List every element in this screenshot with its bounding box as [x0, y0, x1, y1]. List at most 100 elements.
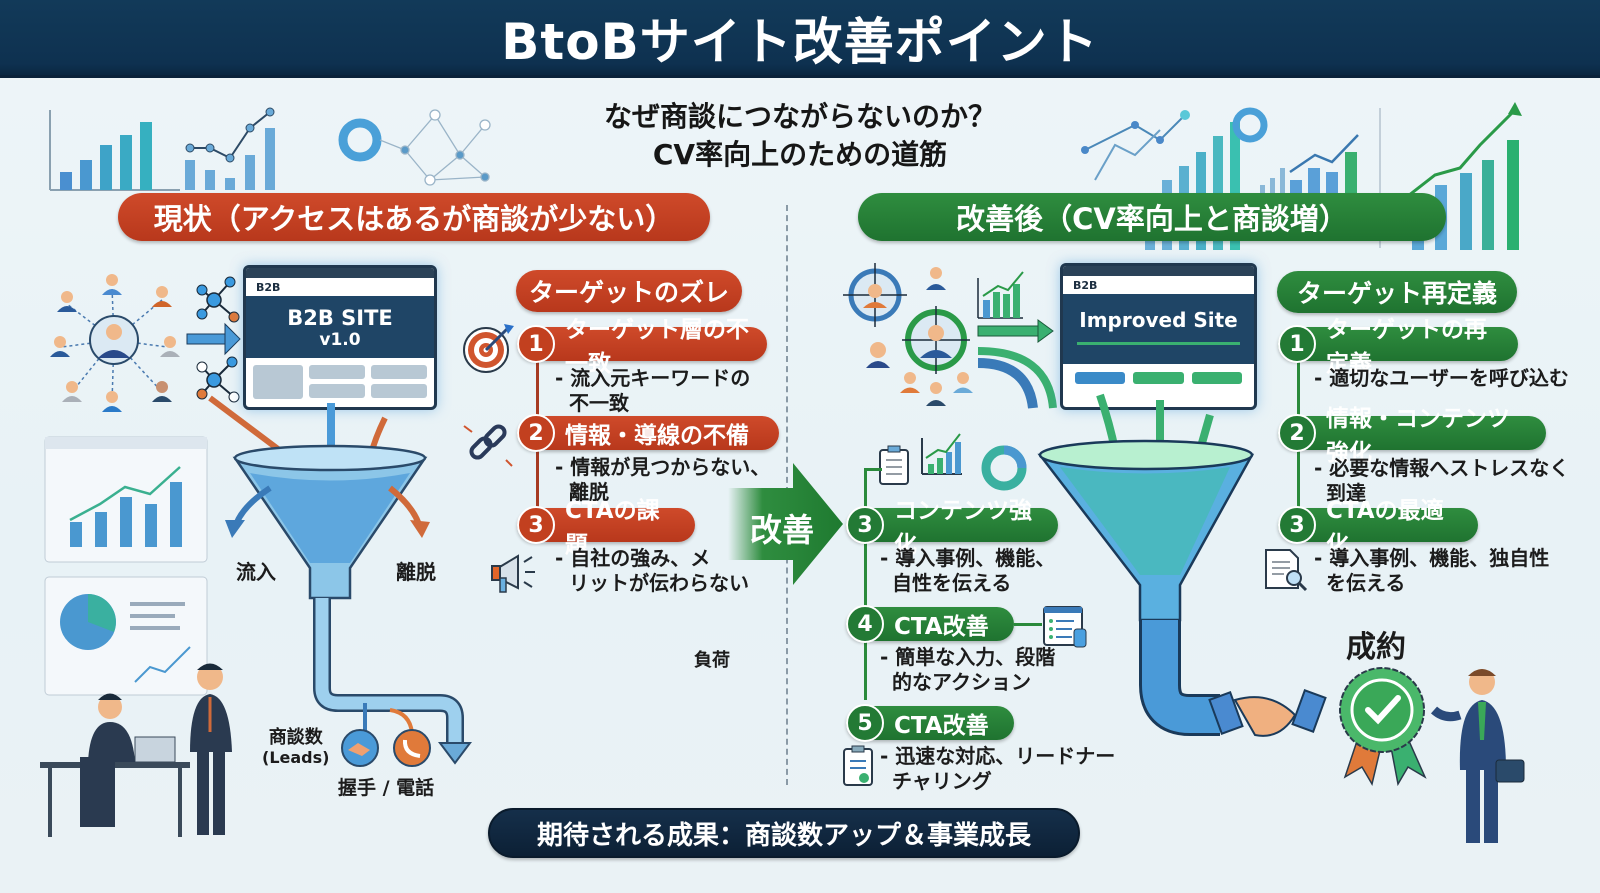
improvement-arrow — [728, 463, 843, 585]
issue-2: 2 情報・導線の不備 — [517, 414, 779, 452]
step-3-left-desc-line-1: - 導入事例、機能、 — [880, 546, 1056, 570]
step-4-left-description: - 簡単な入力、段階 的なアクション — [880, 645, 1055, 695]
bar-chart-icon — [49, 110, 180, 191]
issue-2-description: - 情報が見つからない、 離脱 — [555, 455, 770, 505]
phone-icon — [393, 729, 431, 767]
browser-bar — [1063, 266, 1254, 276]
form-icon — [1043, 606, 1087, 648]
document-search-icon — [1265, 549, 1308, 592]
issue-3-title: CTAの課題 — [565, 498, 660, 558]
issues-title: ターゲットのズレ — [516, 270, 742, 312]
arrow-right-icon — [186, 322, 241, 356]
arrow-right-icon — [977, 319, 1054, 343]
optimized-funnel-illustration — [1037, 393, 1327, 737]
content-icons — [879, 433, 1027, 491]
inflow-label: 流入 — [236, 560, 276, 584]
user-icons — [50, 274, 180, 412]
step-1-right: 1 ターゲットの再定義 — [1278, 317, 1518, 377]
leads-label-jp: 商談数 — [268, 727, 323, 748]
improved-site-mockup: B2B Improved Site — [1060, 263, 1257, 410]
deal-closed-label: 成約 — [1346, 630, 1406, 665]
issue-1-title: ターゲット層の不一致 — [565, 317, 749, 377]
improved-site-name: Improved Site — [1079, 308, 1238, 332]
browser-bar — [246, 268, 434, 278]
improved-site-nav-label: B2B — [1063, 276, 1254, 294]
businessman-standing-icon — [190, 663, 232, 835]
step-4-connector — [1014, 623, 1042, 626]
step-3-left-number: 3 — [846, 506, 884, 544]
step-2-right-desc-line-1: - 必要な情報へストレスなく — [1314, 456, 1570, 480]
handshake-icon — [1208, 689, 1327, 737]
step-3-right-number: 3 — [1278, 506, 1316, 544]
step-2-right-title: 情報・コンテンツ強化 — [1326, 406, 1510, 466]
step-4-left-desc-line-2: 的なアクション — [892, 670, 1031, 694]
leads-label: 商談数 (Leads) — [262, 728, 329, 768]
step-3-right-title: CTAの最適化 — [1326, 498, 1444, 558]
page-title: BtoBサイト改善ポイント — [501, 12, 1099, 71]
step-3-left: 3 コンテンツ強化 — [846, 498, 1058, 558]
businessman-presenting-icon — [1430, 669, 1525, 843]
step-5-left-number: 5 — [846, 704, 884, 742]
issue-1-description: - 流入元キーワードの 不一致 — [555, 366, 750, 416]
step-5-left-title: CTA改善 — [894, 713, 989, 739]
step-5-left-description: - 迅速な対応、リードナー チャリング — [880, 744, 1115, 794]
node-cluster-icon — [196, 276, 240, 403]
issue-3: 3 CTAの課題 — [517, 498, 695, 558]
businessman-at-desk-icon — [40, 693, 190, 837]
step-2-right-description: - 必要な情報へストレスなく 到達 — [1314, 456, 1569, 506]
checklist-icon — [843, 745, 873, 786]
issue-1-desc-line-1: - 流入元キーワードの — [555, 366, 751, 390]
issue-1: 1 ターゲット層の不一致 — [517, 317, 767, 377]
issue-2-title: 情報・導線の不備 — [565, 423, 749, 449]
step-4-left: 4 CTA改善 — [846, 605, 1014, 643]
step-5-left: 5 CTA改善 — [846, 704, 1014, 742]
after-improvement-title: 改善後（CV率向上と商談増） — [858, 193, 1446, 241]
step-1-right-title: ターゲットの再定義 — [1326, 317, 1487, 377]
step-3-right-desc-line-1: - 導入事例、機能、独自性 — [1314, 546, 1550, 570]
issue-3-desc-line-1: - 自社の強み、メ — [555, 546, 711, 570]
site-name: B2B SITE — [287, 306, 393, 330]
b2b-site-mockup: B2B B2B SITE v1.0 — [243, 265, 437, 410]
step-1-right-desc-line-1: - 適切なユーザーを呼び込む — [1314, 366, 1569, 390]
subtitle-line-1: なぜ商談につながらないのか？ — [603, 100, 996, 133]
site-version: v1.0 — [319, 330, 361, 350]
step-2-right: 2 情報・コンテンツ強化 — [1278, 406, 1546, 466]
header-banner: BtoBサイト改善ポイント — [0, 0, 1600, 78]
expected-outcome-banner: 期待される成果：商談数アップ＆事業成長 — [488, 808, 1080, 858]
donut-chart-icon — [338, 118, 382, 162]
progress-arrow — [1077, 342, 1240, 345]
connector-tick — [864, 468, 882, 471]
analytics-dashboard-illustration — [40, 436, 232, 837]
step-3-right: 3 CTAの最適化 — [1278, 498, 1478, 558]
improved-site-hero: Improved Site — [1063, 294, 1254, 364]
line-bar-chart-icon — [185, 107, 275, 190]
subtitle: なぜ商談につながらないのか？ CV率向上のための道筋 — [500, 98, 1100, 174]
chart-icon — [921, 433, 962, 475]
step-4-left-title: CTA改善 — [894, 614, 989, 640]
broken-link-icon — [463, 424, 513, 467]
contact-label: 握手 / 電話 — [338, 777, 435, 799]
step-3-right-desc-line-2: を伝える — [1326, 571, 1406, 595]
step-2-right-number: 2 — [1278, 414, 1316, 452]
site-content-blocks — [246, 358, 434, 406]
percent-donut-icon — [1232, 107, 1268, 143]
megaphone-icon — [491, 554, 535, 593]
small-bar-chart-icon — [1260, 134, 1359, 200]
site-hero: B2B SITE v1.0 — [246, 296, 434, 358]
issue-3-desc-line-2: リットが伝わらない — [569, 571, 749, 595]
step-2-right-desc-line-2: 到達 — [1326, 481, 1366, 505]
step-5-left-desc-line-2: チャリング — [892, 769, 992, 793]
issue-1-number: 1 — [517, 325, 555, 363]
issue-3-description: - 自社の強み、メ リットが伝わらない — [555, 546, 749, 596]
step-3-left-title: コンテンツ強化 — [894, 498, 1032, 558]
step-1-right-number: 1 — [1278, 325, 1316, 363]
targets-title: ターゲット再定義 — [1277, 271, 1517, 313]
step-4-left-number: 4 — [846, 605, 884, 643]
target-icon — [463, 324, 514, 373]
load-label: 負荷 — [694, 650, 730, 671]
leads-label-en: (Leads) — [262, 748, 330, 767]
issue-2-number: 2 — [517, 414, 555, 452]
current-state-title: 現状（アクセスはあるが商談が少ない） — [118, 193, 710, 241]
step-3-left-desc-line-2: 自性を伝える — [892, 571, 1012, 595]
issue-3-number: 3 — [517, 506, 555, 544]
